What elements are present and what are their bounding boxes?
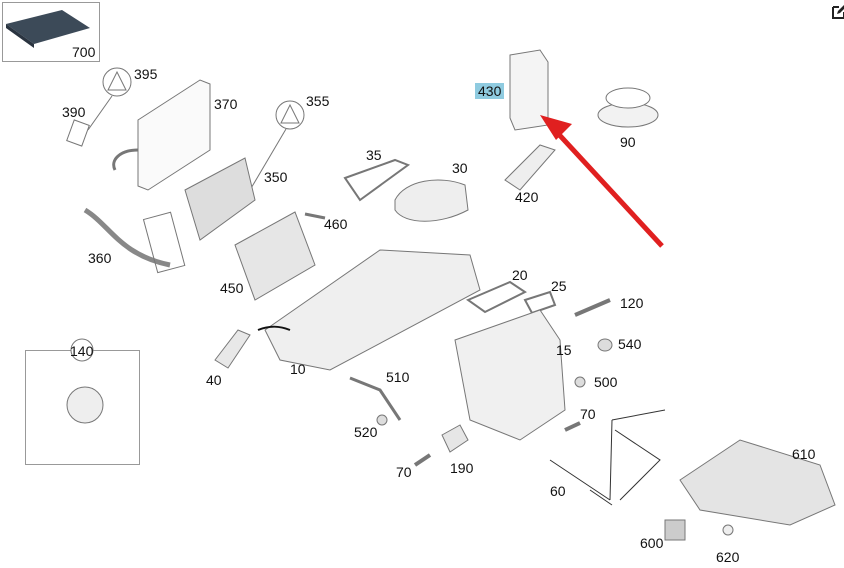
label-190: 190	[450, 460, 474, 476]
label-120: 120	[620, 295, 644, 311]
part-60	[549, 409, 666, 506]
part-360	[83, 207, 171, 268]
label-430-highlighted: 430	[475, 83, 505, 99]
label-700: 700	[72, 44, 96, 60]
label-70-a: 70	[580, 406, 596, 422]
part-25	[523, 290, 557, 315]
part-370	[137, 79, 211, 191]
inset-box-700	[2, 2, 100, 62]
label-510: 510	[386, 369, 410, 385]
part-40	[214, 329, 251, 369]
part-140	[66, 386, 104, 424]
label-15: 15	[556, 342, 572, 358]
label-140: 140	[70, 343, 94, 359]
label-30: 30	[452, 160, 468, 176]
label-40: 40	[206, 372, 222, 388]
label-395: 395	[134, 66, 158, 82]
label-610: 610	[792, 446, 816, 462]
part-620	[722, 524, 734, 536]
label-460: 460	[324, 216, 348, 232]
label-90: 90	[620, 134, 636, 150]
label-500: 500	[594, 374, 618, 390]
part-390	[66, 119, 90, 147]
label-420: 420	[515, 189, 539, 205]
part-395-detail	[102, 67, 132, 97]
label-370: 370	[214, 96, 238, 112]
edit-icon[interactable]	[831, 4, 844, 20]
part-350	[184, 157, 256, 241]
label-450: 450	[220, 280, 244, 296]
label-60: 60	[550, 483, 566, 499]
label-20: 20	[512, 267, 528, 283]
part-355-detail	[275, 100, 305, 130]
part-20	[465, 280, 527, 314]
part-600	[664, 519, 686, 541]
part-450	[234, 211, 316, 301]
part-510	[349, 376, 402, 421]
label-35: 35	[366, 147, 382, 163]
part-500	[574, 376, 586, 388]
part-70-screw-b	[413, 453, 432, 467]
highlight-arrow	[551, 126, 664, 248]
label-390: 390	[62, 104, 86, 120]
label-25: 25	[551, 278, 567, 294]
label-600: 600	[640, 535, 664, 551]
label-350: 350	[264, 169, 288, 185]
label-620: 620	[716, 549, 740, 565]
label-540: 540	[618, 336, 642, 352]
part-30	[394, 179, 469, 222]
part-610	[679, 439, 836, 526]
part-420	[504, 144, 556, 191]
part-520	[376, 414, 388, 426]
part-15	[454, 309, 566, 441]
part-540	[597, 338, 613, 352]
label-355: 355	[306, 93, 330, 109]
part-120	[574, 298, 611, 317]
label-10: 10	[290, 361, 306, 377]
label-520: 520	[354, 424, 378, 440]
label-70-b: 70	[396, 464, 412, 480]
part-460	[304, 212, 326, 220]
label-360: 360	[88, 250, 112, 266]
part-10	[264, 249, 481, 371]
part-700-pad	[6, 10, 90, 44]
part-70-screw-a	[564, 421, 581, 432]
part-190	[441, 424, 469, 453]
part-35	[343, 158, 411, 202]
